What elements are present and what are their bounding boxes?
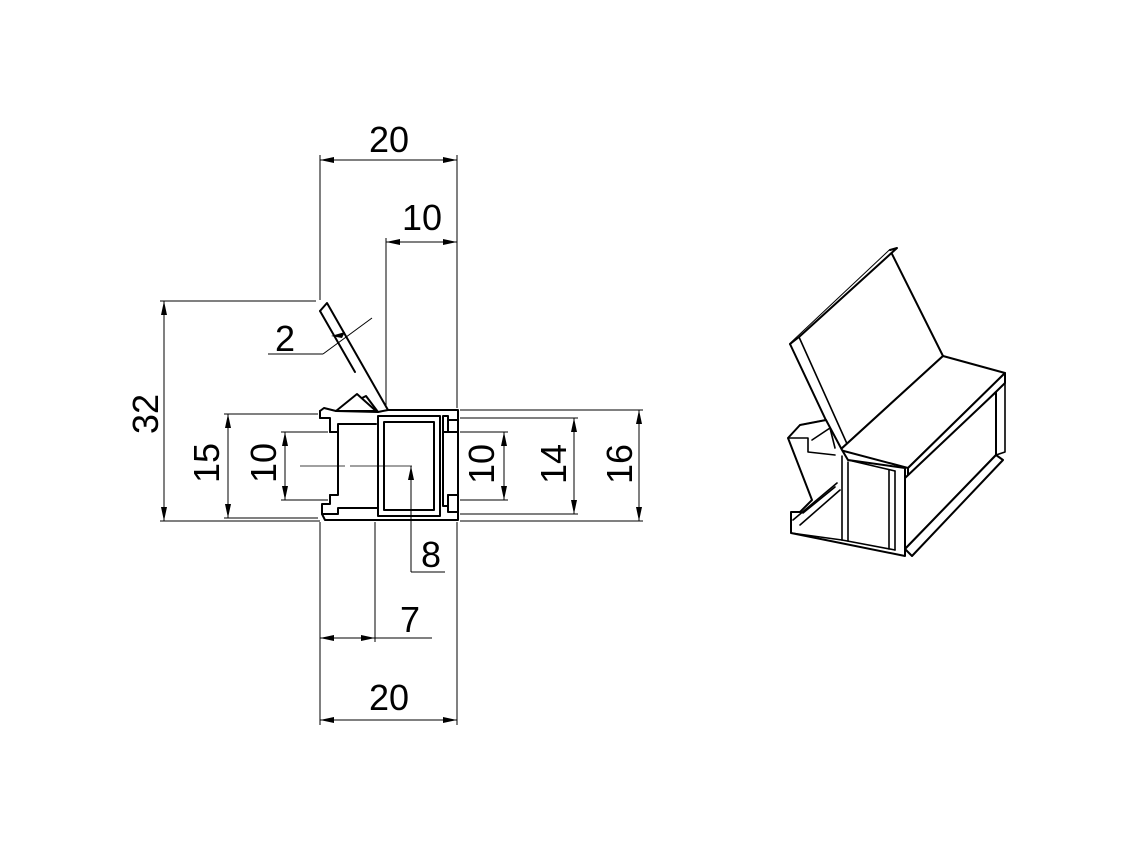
dim-left-inner: 10 xyxy=(243,443,284,483)
dim-right-inner: 10 xyxy=(461,444,502,484)
dimension-lines xyxy=(160,155,643,725)
profile-cross-section xyxy=(300,302,459,521)
dim-wall: 2 xyxy=(275,318,295,359)
dim-total-height: 32 xyxy=(125,394,166,434)
dim-bottom-offset: 7 xyxy=(400,599,420,640)
dimension-labels: 20 10 2 32 15 10 10 14 16 8 7 20 xyxy=(125,119,640,718)
dim-top-half: 10 xyxy=(402,197,442,238)
dim-top-width: 20 xyxy=(369,119,409,160)
dim-bottom-width: 20 xyxy=(369,677,409,718)
dim-right-outer: 16 xyxy=(599,444,640,484)
dim-right-middle: 14 xyxy=(533,444,574,484)
dim-center-offset: 8 xyxy=(421,534,441,575)
isometric-view xyxy=(787,247,1006,557)
dim-left-height: 15 xyxy=(186,443,227,483)
